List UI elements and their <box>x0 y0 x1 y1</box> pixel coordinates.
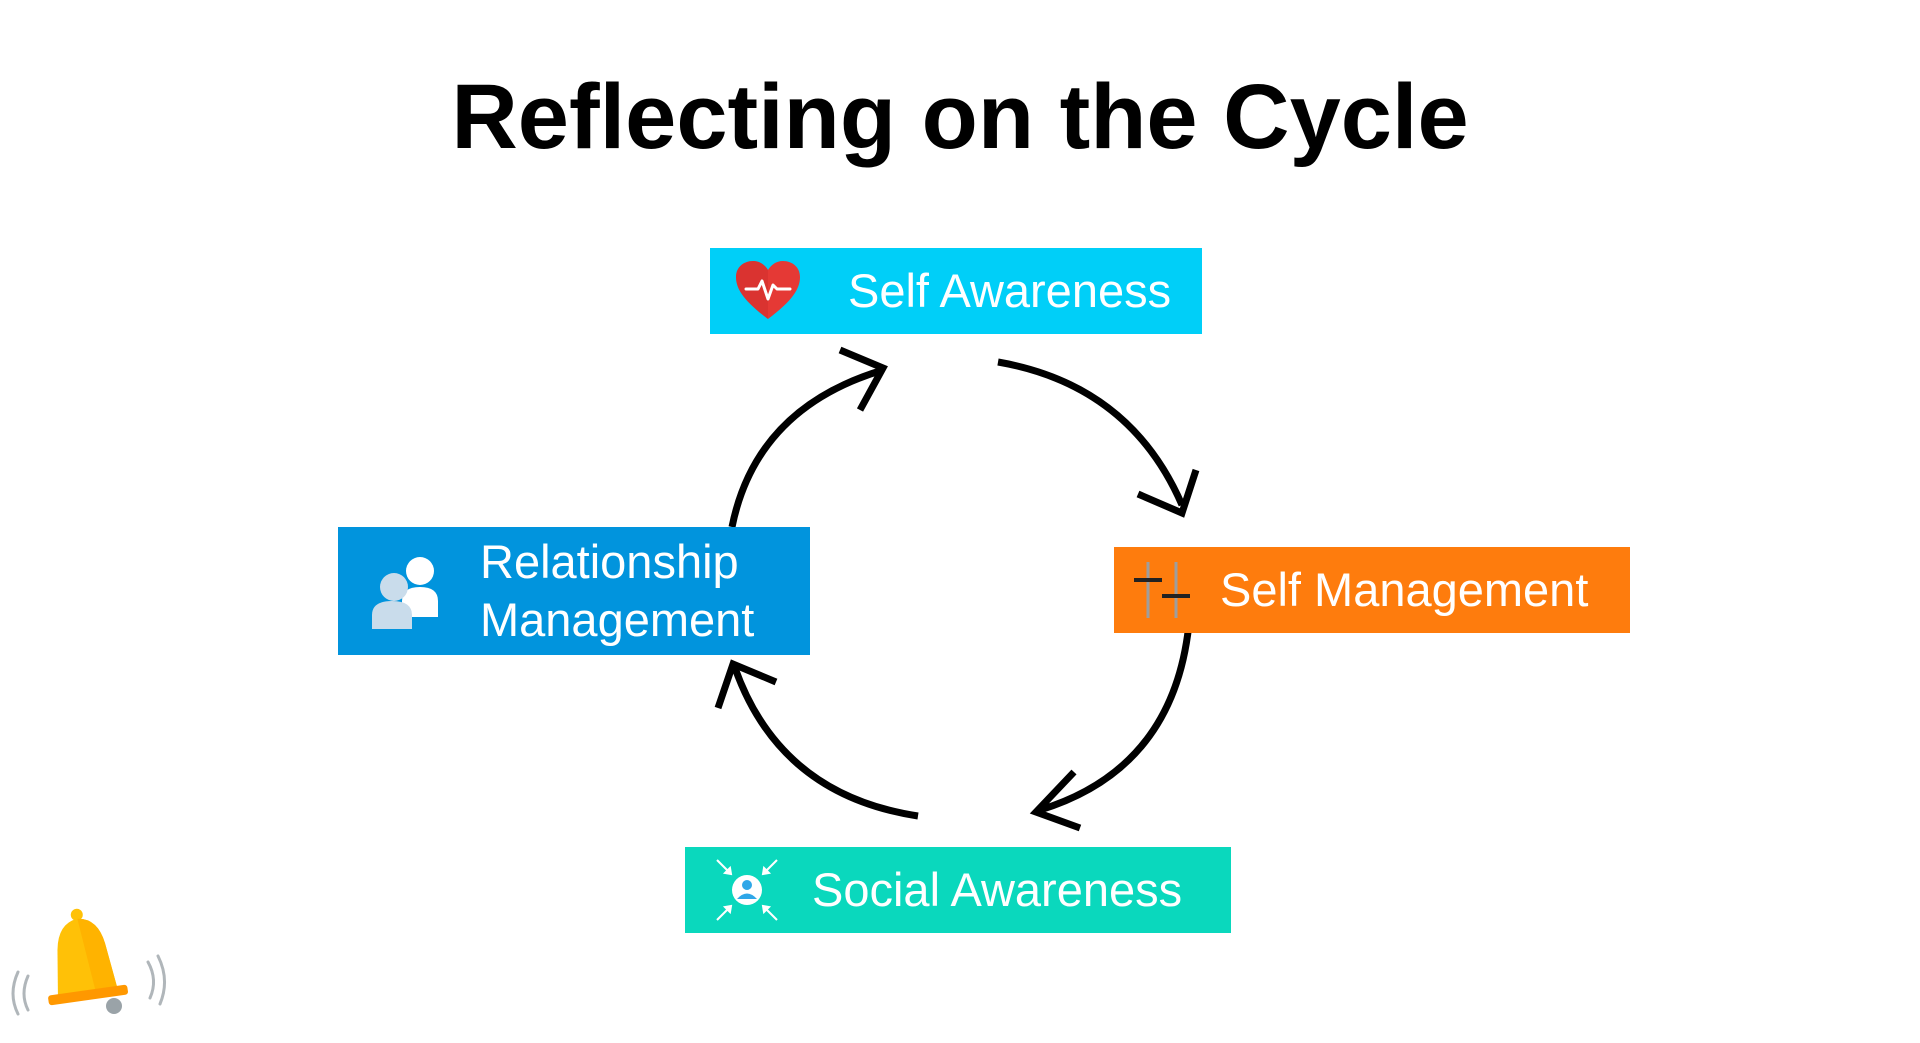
node-label: Social Awareness <box>812 863 1183 916</box>
node-label: Relationship Management <box>480 533 754 649</box>
node-label: Self Management <box>1220 563 1589 616</box>
node-label: Self Awareness <box>848 264 1172 317</box>
node-label-line1: Relationship <box>480 535 739 588</box>
arrow-self-awareness-to-self-management <box>997 358 1200 518</box>
sliders-icon <box>1130 558 1194 622</box>
arrow-relationship-to-self-awareness <box>728 346 888 528</box>
arrow-social-awareness-to-relationship <box>714 659 919 820</box>
arrow-self-management-to-social-awareness <box>1029 631 1192 832</box>
node-social-awareness: Social Awareness <box>685 847 1231 933</box>
page-title: Reflecting on the Cycle <box>451 66 1469 168</box>
ringing-bell-icon <box>11 908 166 1016</box>
heart-pulse-icon <box>732 255 804 327</box>
person-focus-icon <box>713 856 781 924</box>
node-self-management: Self Management <box>1114 547 1630 633</box>
people-icon <box>368 551 444 631</box>
node-label-line2: Management <box>480 593 755 646</box>
node-relationship-management: Relationship Management <box>338 527 810 655</box>
node-self-awareness: Self Awareness <box>710 248 1202 334</box>
